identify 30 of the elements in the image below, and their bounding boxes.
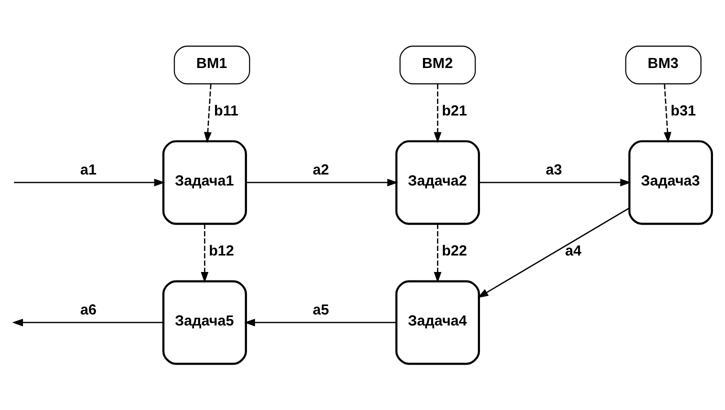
arrow <box>477 208 630 298</box>
node-box: Задача2 <box>395 140 480 225</box>
edge-label: a4 <box>565 243 582 260</box>
edge-label: b31 <box>670 103 696 120</box>
edge-label: a3 <box>546 162 562 178</box>
arrow <box>434 224 442 283</box>
arrow <box>244 318 396 326</box>
edge-label: a2 <box>312 162 330 178</box>
edge-label: b11 <box>214 103 238 120</box>
edge-label: a1 <box>80 162 97 178</box>
arrow <box>12 318 164 326</box>
edge-label: b21 <box>442 103 468 120</box>
edge-label: a5 <box>312 302 330 318</box>
node-box: ВМ2 <box>400 46 476 84</box>
arrow <box>246 178 398 186</box>
edge-label: b12 <box>208 243 234 260</box>
node-box: Задача5 <box>162 280 247 365</box>
node-box: Задача1 <box>162 140 247 225</box>
arrow <box>14 178 166 186</box>
edge-label: a6 <box>80 302 97 318</box>
node-box: ВМ3 <box>625 46 702 84</box>
arrow <box>200 224 208 283</box>
arrow <box>434 84 442 143</box>
node-box: Задача3 <box>628 140 713 225</box>
arrow <box>204 84 212 143</box>
node-box: Задача4 <box>395 280 480 365</box>
node-box: ВМ1 <box>174 46 250 84</box>
arrow <box>479 178 632 186</box>
arrow <box>664 84 672 143</box>
edge-label: b22 <box>442 243 468 260</box>
